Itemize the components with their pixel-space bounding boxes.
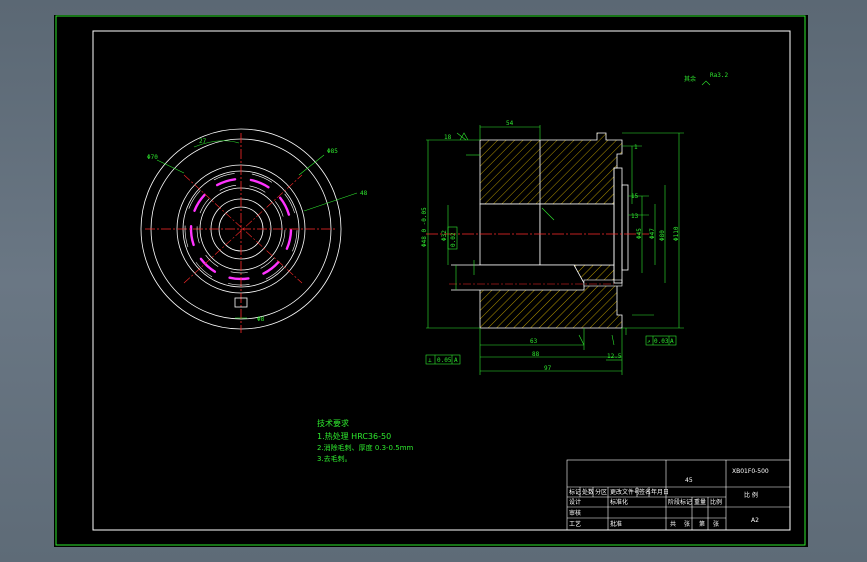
sec-dim-w3: 13 [631,213,639,220]
slot-outline [213,173,235,181]
sec-roughness-value: Ra3.2 [710,72,728,79]
tb-sheet-0: 共 [670,520,676,528]
slot-outline [230,271,248,274]
perp-tolerance-frame: ⊥ 0.05 A [425,354,461,365]
slot-outline [260,257,275,269]
sec-dim-bore-tol: Φ48 0 -0.05 [421,207,428,247]
section-view: 54 18 1 15 13 Φ45 Φ47 Φ80 Φ110 Φ48 0 -0.… [421,72,728,375]
title-scale-label: 比 例 [744,491,758,499]
tb-header-5: 年月日 [651,488,669,496]
svg-text:0.03: 0.03 [654,338,669,345]
slot-outline [292,230,298,252]
tb-review-1: 工艺 [569,520,581,528]
sec-roughness-note: 其余 [684,75,696,83]
sec-dim-top-len: 54 [506,120,514,127]
svg-text:0.05: 0.05 [437,357,452,364]
slot-outline [205,255,219,267]
side-view: Φ70 Φ85 48 27 Φ8 [140,128,368,333]
tb-header-3: 更改文件号 [610,488,640,496]
slot-outline [275,201,284,217]
slot-outline [184,225,189,248]
side-dim-d3: Φ8 [257,316,265,323]
tb-sheet-1: 张 [684,520,690,528]
sec-dim-left-small: 18 [444,134,452,141]
sec-dim-phi-d: Φ110 [673,226,680,241]
slot-outline [199,198,210,214]
svg-text:↗: ↗ [647,338,651,345]
title-material: 45 [685,477,693,484]
slot-outline [251,173,272,183]
tb-sheet-3: 张 [713,520,719,528]
runout-tolerance-frame: ↗ 0.03 A [645,335,677,346]
slot-outline [188,190,201,209]
sec-dim-w1: 1 [634,144,638,151]
kidney-slot [215,178,237,187]
slot-outline [195,262,213,278]
tb-review-0: 审核 [569,509,581,517]
slot-outline [281,229,286,247]
title-drawing-no: XB01F0-500 [732,468,769,475]
kidney-slot [278,196,291,216]
tech-req-line-3: 3.去毛刺。 [317,454,352,463]
slot-outline [249,185,266,193]
sec-dim-phi-a: Φ45 [636,228,643,239]
datum-tolerance-frame: 0.02 [447,226,458,250]
kidney-slots [189,178,293,281]
drawing-viewport[interactable]: Φ70 Φ85 48 27 Φ8 [54,15,808,547]
kidney-slot [249,178,270,189]
kidney-slot [193,193,206,212]
drawing-frame [92,30,791,531]
svg-text:⊥: ⊥ [428,357,432,364]
tb-stage-0: 阶段标记 [668,498,692,506]
tb-review-2: 批准 [610,520,622,528]
side-dim-d1: Φ70 [147,154,158,161]
tb-sheet-2: 第 [699,520,705,528]
tb-stage-1: 重量 [694,498,706,506]
title-sheet-size: A2 [751,517,759,524]
svg-text:A: A [454,357,458,364]
tb-design-0: 设计 [569,498,581,506]
sec-dim-phi-b: Φ47 [649,228,656,239]
sec-dim-flat: Φ32 [441,230,448,241]
sec-dim-88: 88 [532,351,540,358]
tb-header-1: 处数 [582,488,594,496]
tb-header-4: 签名 [639,488,651,496]
sec-dim-mid: 63 [530,338,538,345]
tech-requirements: 技术要求 1.热处理 HRC36-50 2.消除毛刺、厚度 0.3-0.5mm … [317,418,414,463]
side-dim-d4: 48 [360,190,368,197]
tb-header-0: 标记 [569,488,581,496]
slot-outline [227,283,250,286]
kidney-slot [285,229,293,250]
tb-header-2: 分区 [595,488,607,496]
tech-req-heading: 技术要求 [317,418,349,428]
side-dim-d2: Φ85 [327,148,338,155]
sec-dim-97: 97 [544,365,552,372]
cad-drawing: Φ70 Φ85 48 27 Φ8 [55,15,806,546]
side-dim-d5: 27 [199,138,207,145]
slot-outline [196,226,200,244]
sec-dim-phi-c: Φ80 [659,230,666,241]
slot-outline [284,193,295,214]
tb-stage-2: 比例 [710,498,722,506]
slot-outline [219,185,237,191]
svg-text:A: A [670,338,674,345]
sec-dim-w2: 15 [631,193,639,200]
sec-dim-r1: 12.5 [607,353,622,360]
kidney-slot [262,260,280,275]
kidney-slot [199,257,217,273]
slot-outline [265,265,284,280]
tb-design-1: 标准化 [610,498,628,506]
kidney-slot [189,225,195,247]
svg-text:0.02: 0.02 [450,232,457,247]
tech-req-line-2: 2.消除毛刺、厚度 0.3-0.5mm [317,443,414,452]
title-block [566,459,791,531]
tech-req-line-1: 1.热处理 HRC36-50 [317,431,391,441]
sheet-border [55,15,806,546]
kidney-slot [228,276,250,281]
